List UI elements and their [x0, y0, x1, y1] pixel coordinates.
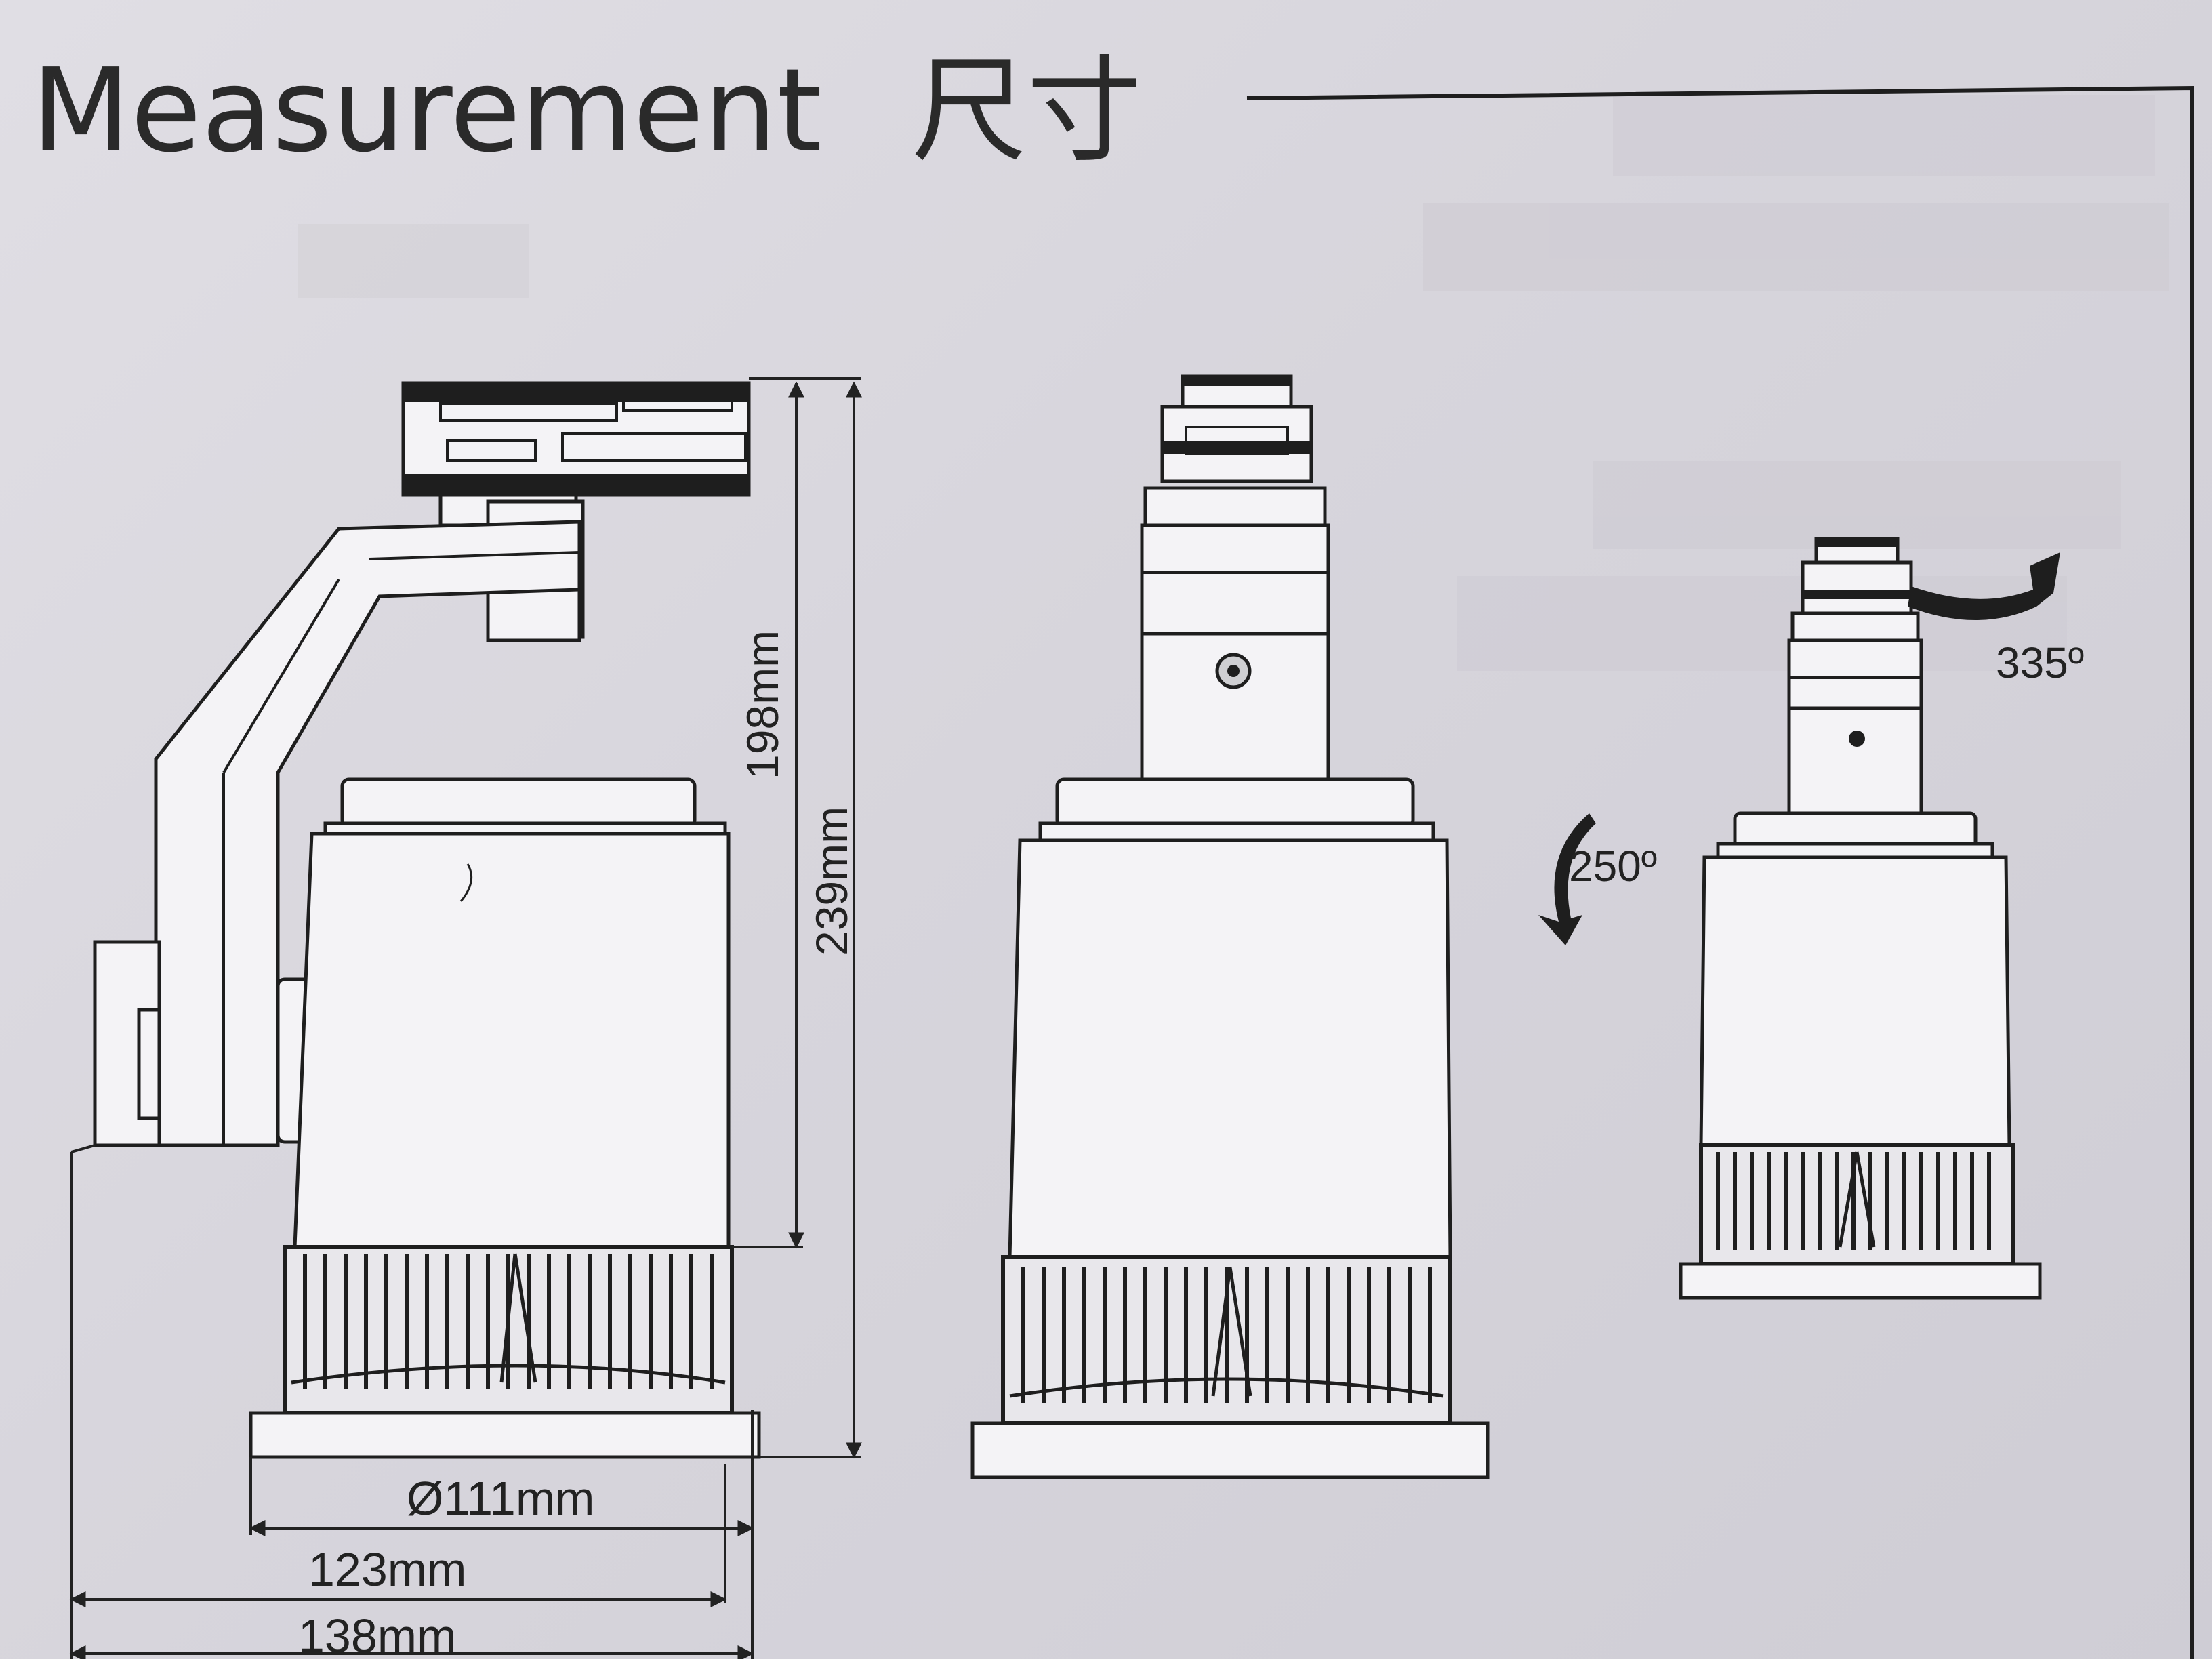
- dim-label-138: 138mm: [298, 1610, 456, 1659]
- title-measurement: Measurement: [31, 44, 822, 178]
- frame-border: [1246, 85, 2194, 1659]
- rotation-arrow-vertical: [1538, 813, 1596, 945]
- rotation-label-250: 250º: [1569, 842, 1657, 890]
- dim-label-239: 239mm: [806, 806, 857, 956]
- rotation-label-335: 335º: [1996, 638, 2084, 687]
- lamp-side-view: [93, 381, 761, 1459]
- lamp-front-view: [970, 374, 1490, 1479]
- heat-sink-fins: [291, 1253, 726, 1389]
- rotation-arrow-horizontal: [1908, 552, 2060, 620]
- front-bezel: [249, 1411, 761, 1459]
- mounting-arm: [154, 520, 581, 1147]
- dim-label-198: 198mm: [737, 630, 787, 779]
- dimension-lines: [69, 377, 862, 1659]
- dim-label-diameter: Ø111mm: [407, 1472, 594, 1525]
- lamp-cap: [340, 777, 697, 829]
- bleed-through-shadow: [298, 95, 2169, 671]
- lamp-rotation-view: [1679, 537, 2042, 1300]
- title-chicun: 尺寸: [912, 44, 1142, 178]
- dim-label-123: 123mm: [308, 1543, 466, 1596]
- lamp-body: [293, 832, 731, 1249]
